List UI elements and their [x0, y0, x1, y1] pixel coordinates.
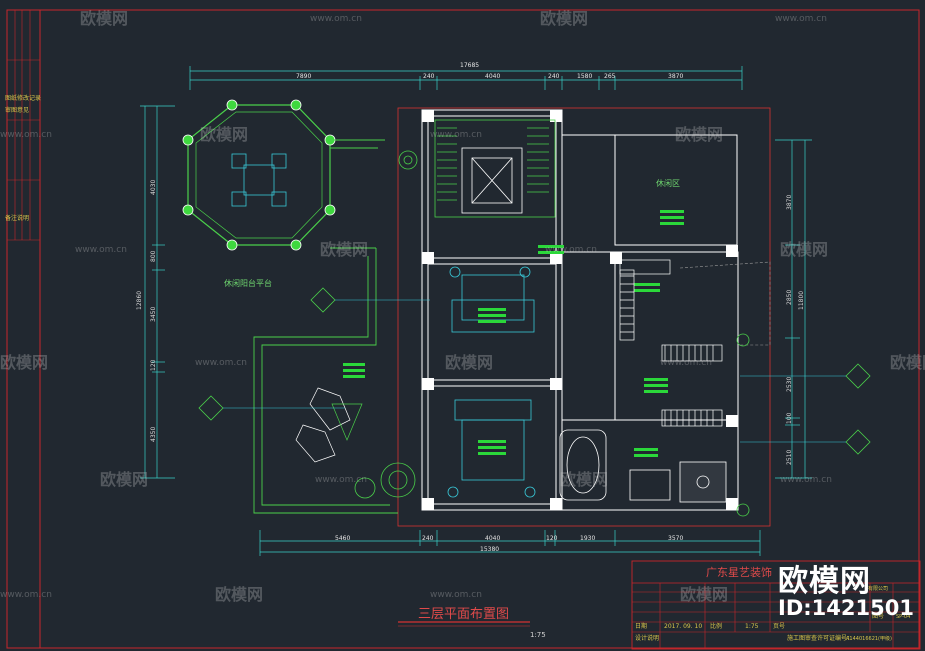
dim-top-5: 1580 [577, 73, 592, 80]
big-watermark-brand: 欧模网 [778, 564, 871, 599]
watermark-url: www.om.cn [780, 475, 832, 485]
closets [619, 259, 723, 427]
watermark-url: www.om.cn [310, 14, 362, 24]
watermark-brand: 欧模网 [675, 125, 723, 144]
dim-left-3: 3450 [150, 307, 157, 322]
dim-left-total: 12860 [136, 291, 143, 310]
dim-right-total: 11800 [798, 291, 805, 310]
dim-bottom-2: 240 [422, 535, 434, 542]
dim-top-1: 7890 [296, 73, 311, 80]
dim-bottom-4: 120 [546, 535, 558, 542]
terrace-outline [253, 139, 398, 514]
dim-top-2: 240 [423, 73, 435, 80]
scale-value: 1:75 [745, 623, 759, 630]
watermark-id: ID:1421501 [778, 596, 914, 620]
stair-core [434, 119, 556, 218]
room-tags [343, 210, 684, 457]
dim-top-6: 265 [604, 73, 616, 80]
roof-dashed-outline [679, 261, 771, 346]
dim-bottom-3: 4040 [485, 535, 500, 542]
watermark-url: www.om.cn [315, 475, 367, 485]
dim-top-7: 3870 [668, 73, 683, 80]
watermark-brand: 欧模网 [680, 585, 728, 604]
dim-left-5: 4350 [150, 427, 157, 442]
dim-bottom-total: 15380 [480, 546, 499, 553]
watermark-brand: 欧模网 [0, 353, 48, 372]
watermarks: 欧模网 欧模网 www.om.cn www.om.cn 欧模网 欧模网 www.… [0, 9, 925, 604]
watermark-url: www.om.cn [775, 14, 827, 24]
bathroom-fixtures [559, 429, 727, 503]
company-name: 广东星艺装饰 [706, 565, 772, 579]
watermark-brand: 欧模网 [890, 353, 925, 372]
dim-bottom-5: 1930 [580, 535, 595, 542]
watermark-url: www.om.cn [430, 590, 482, 600]
dim-right-3: 2530 [786, 377, 793, 392]
date-label: 日期 [635, 622, 647, 630]
dim-left-1: 4030 [150, 180, 157, 195]
date-value: 2017. 09. 10 [664, 623, 702, 630]
drawing-title: 三层平面布置图 [418, 607, 509, 622]
drawing-no-label: 图号 [872, 613, 884, 620]
building-walls [421, 109, 739, 511]
outer-frame [6, 9, 920, 649]
scale-label: 比例 [710, 622, 722, 630]
watermark-url: www.om.cn [545, 245, 597, 255]
watermark-brand: 欧模网 [100, 470, 148, 489]
watermark-url: www.om.cn [660, 358, 712, 368]
dim-bottom-1: 5460 [335, 535, 350, 542]
drawing-scale: 1:75 [530, 631, 546, 639]
watermark-brand: 欧模网 [540, 9, 588, 28]
drawing-no-value: SP-04 [896, 614, 910, 620]
watermark-brand: 欧模网 [560, 470, 608, 489]
watermark-url: www.om.cn [0, 130, 52, 140]
bedroom-furniture [447, 266, 536, 498]
dim-left-4: 120 [150, 359, 157, 371]
left-dimension-chain [140, 105, 175, 479]
watermark-brand: 欧模网 [445, 353, 493, 372]
cert-value: A144016621(甲级) [846, 635, 892, 642]
dim-bottom-6: 3570 [668, 535, 683, 542]
design-note-label: 设计说明 [635, 634, 659, 642]
watermark-url: www.om.cn [0, 590, 52, 600]
watermark-url: www.om.cn [75, 245, 127, 255]
bottom-dimension-chain [259, 530, 761, 556]
watermark-brand: 欧模网 [80, 9, 128, 28]
company-line: 有限公司 [868, 585, 888, 592]
strip-label-notes: 备注说明 [5, 214, 29, 222]
page-label: 页号 [773, 623, 785, 630]
dim-right-1: 3870 [786, 195, 793, 210]
leisure-area-label: 休闲区 [656, 178, 680, 188]
wall-columns [422, 110, 738, 510]
dim-right-5: 2510 [786, 450, 793, 465]
watermark-brand: 欧模网 [780, 240, 828, 259]
watermark-url: www.om.cn [430, 130, 482, 140]
dim-top-3: 4040 [485, 73, 500, 80]
right-dimension-chain [775, 139, 812, 479]
pavilion: 休闲阳台平台 [182, 99, 336, 288]
lounge-chairs [295, 387, 363, 463]
dim-right-4: 100 [786, 412, 793, 424]
plants [354, 150, 750, 517]
watermark-brand: 欧模网 [200, 125, 248, 144]
title-block: 广东星艺装饰 有限公司 日期 2017. 09. 10 比例 1:75 页号 图… [631, 560, 921, 650]
strip-label-revisions: 图纸修改记录 [5, 94, 41, 102]
watermark-url: www.om.cn [195, 358, 247, 368]
dim-top-4: 240 [548, 73, 560, 80]
dim-left-2: 800 [150, 250, 157, 262]
callout-lines [223, 299, 846, 443]
section-markers [198, 287, 871, 455]
dining-table-set [231, 153, 287, 207]
cert-label: 施工图审查许可证编号： [787, 634, 853, 642]
dim-top-total: 17685 [460, 62, 479, 69]
strip-label-review: 审图意见 [5, 106, 29, 114]
top-dimension-chain [189, 66, 743, 90]
left-strip-labels: 图纸修改记录 审图意见 备注说明 [5, 94, 41, 222]
balcony-note-label: 休闲阳台平台 [224, 278, 272, 288]
watermark-brand: 欧模网 [215, 585, 263, 604]
watermark-brand: 欧模网 [320, 240, 368, 259]
dim-right-2: 2850 [786, 290, 793, 305]
